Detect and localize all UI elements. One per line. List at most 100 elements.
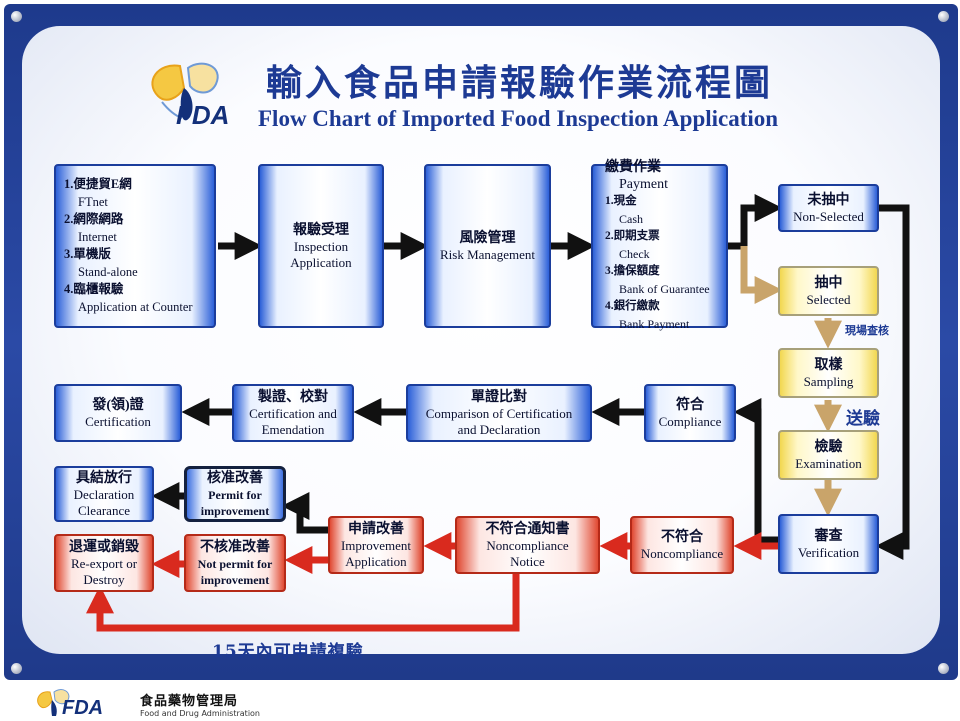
- risk-management-box: 風險管理 Risk Management: [424, 164, 551, 328]
- box-label-en: Certification: [85, 413, 151, 429]
- payment-item-en: Bank of Guarantee: [619, 281, 710, 296]
- footer-org-en: Food and Drug Administration: [140, 709, 260, 718]
- footer-org-zh: 食品藥物管理局: [140, 694, 239, 709]
- box-label-en: Noncompliance: [486, 537, 569, 553]
- noncompliance-box: 不符合 Noncompliance: [630, 516, 734, 574]
- reexport-destroy-box: 退運或銷毀 Re-export or Destroy: [54, 534, 154, 592]
- box-label-en: Non-Selected: [793, 208, 864, 224]
- box-label-zh: 發(領)證: [92, 397, 144, 413]
- method-label-en: Internet: [78, 229, 117, 244]
- method-label-zh: 1.便捷貿E網: [64, 177, 132, 191]
- box-label-en: Improvement: [340, 537, 412, 553]
- box-label-zh: 風險管理: [459, 230, 516, 246]
- box-label-en: Notice: [510, 553, 545, 569]
- method-label-en: Stand-alone: [78, 264, 138, 279]
- page-title-en: Flow Chart of Imported Food Inspection A…: [258, 106, 779, 131]
- box-label-en: Re-export or: [70, 555, 138, 571]
- inspection-application-box: 報驗受理 Inspection Application: [258, 164, 384, 328]
- compliance-box: 符合 Compliance: [644, 384, 736, 442]
- reapply-label: 15天內可申請複驗: [212, 642, 364, 662]
- box-label-zh: 不符合: [661, 529, 703, 545]
- payment-item-en: Bank Payment: [619, 316, 690, 331]
- box-label-en: Certification and: [249, 405, 337, 421]
- payment-item-zh: 3.擔保額度: [605, 265, 660, 278]
- box-label-en: improvement: [200, 572, 270, 587]
- header-logo-text: FDA: [176, 100, 230, 130]
- box-label-en: Noncompliance: [640, 545, 724, 561]
- page-title-zh: 輸入食品申請報驗作業流程圖: [266, 62, 774, 104]
- box-label-zh: 單證比對: [471, 389, 527, 405]
- box-label-en: Declaration: [73, 486, 135, 502]
- box-label-en: Selected: [806, 291, 851, 307]
- comparison-box: 單證比對 Comparison of Certification and Dec…: [406, 384, 592, 442]
- box-label-zh: 具結放行: [76, 470, 132, 486]
- payment-item-zh: 2.即期支票: [605, 230, 660, 243]
- box-label-zh: 符合: [676, 397, 704, 413]
- payment-item-en: Check: [619, 246, 650, 261]
- verification-box: 審查 Verification: [778, 514, 879, 574]
- box-label-en: Destroy: [83, 571, 125, 587]
- arrow-verification-to-compliance: [733, 398, 778, 544]
- apply-methods-box: 1.便捷貿E網 FTnet 2.網際網路 Internet 3.單機版 Stan…: [54, 164, 216, 328]
- box-label-en: Risk Management: [440, 246, 535, 262]
- box-label-en: Examination: [795, 455, 862, 471]
- box-label-en: Comparison of Certification: [425, 405, 573, 421]
- arrow-payment-to-nonselected: [728, 194, 783, 250]
- box-label-en: Permit for: [208, 487, 262, 502]
- box-label-zh: 抽中: [814, 275, 843, 291]
- permit-improvement-box: 核准改善 Permit for improvement: [184, 466, 286, 522]
- footer-logo-text: FDA: [62, 697, 104, 719]
- box-label-en: Clearance: [78, 502, 130, 518]
- box-label-zh: 申請改善: [348, 521, 404, 537]
- screw-icon: [938, 11, 949, 22]
- sampling-box: 取樣 Sampling: [778, 348, 879, 398]
- arrow-improvement-to-permit: [281, 492, 328, 534]
- selected-box: 抽中 Selected: [778, 266, 879, 316]
- arrow-payment-to-selected: [740, 246, 783, 304]
- screw-icon: [11, 11, 22, 22]
- box-label-zh: 繳費作業: [605, 159, 661, 175]
- box-label-zh: 取樣: [814, 357, 843, 373]
- method-label-en: Application at Counter: [78, 299, 193, 314]
- non-selected-box: 未抽中 Non-Selected: [778, 184, 879, 232]
- certification-box: 發(領)證 Certification: [54, 384, 182, 442]
- box-label-zh: 核准改善: [207, 470, 263, 486]
- payment-item-zh: 4.銀行繳款: [605, 300, 660, 313]
- box-label-en: Not permit for: [197, 556, 273, 571]
- box-label-en: Verification: [797, 544, 860, 560]
- method-label-zh: 2.網際網路: [64, 212, 124, 226]
- footer-butterfly-logo-icon: [37, 689, 70, 716]
- box-label-zh: 製證、校對: [258, 389, 328, 405]
- arrow-nonselected-to-verification: [875, 204, 910, 560]
- cert-emendation-box: 製證、校對 Certification and Emendation: [232, 384, 354, 442]
- box-label-en: Inspection Application: [290, 238, 352, 270]
- screw-icon: [11, 663, 22, 674]
- box-label-en: Compliance: [658, 413, 722, 429]
- box-label-zh: 不核准改善: [200, 539, 270, 555]
- box-label-en: and Declaration: [457, 421, 541, 437]
- box-label-en: Sampling: [803, 373, 854, 389]
- payment-box: 繳費作業 Payment 1.現金 Cash 2.即期支票 Check 3.擔保…: [591, 160, 728, 331]
- not-permit-improvement-box: 不核准改善 Not permit for improvement: [184, 534, 286, 592]
- box-label-zh: 不符合通知書: [485, 521, 570, 537]
- box-label-zh: 審查: [814, 528, 843, 544]
- method-label-zh: 4.臨櫃報驗: [64, 282, 124, 296]
- box-label-en: Emendation: [261, 421, 325, 437]
- box-label-en: improvement: [200, 503, 270, 518]
- method-label-zh: 3.單機版: [64, 247, 111, 261]
- box-label-zh: 未抽中: [807, 192, 850, 208]
- payment-item-zh: 1.現金: [605, 195, 637, 208]
- arrow-notice-to-reexport: [86, 572, 520, 632]
- screw-icon: [938, 663, 949, 674]
- box-label-zh: 檢驗: [814, 439, 843, 455]
- box-label-zh: 報驗受理: [293, 222, 349, 238]
- improvement-application-box: 申請改善 Improvement Application: [328, 516, 424, 574]
- payment-item-en: Cash: [619, 211, 643, 226]
- noncompliance-notice-box: 不符合通知書 Noncompliance Notice: [455, 516, 600, 574]
- send-test-label: 送驗: [846, 409, 880, 429]
- box-label-en: Payment: [619, 176, 668, 192]
- onsite-check-label: 現場查核: [845, 324, 889, 337]
- declaration-clearance-box: 具結放行 Declaration Clearance: [54, 466, 154, 522]
- examination-box: 檢驗 Examination: [778, 430, 879, 480]
